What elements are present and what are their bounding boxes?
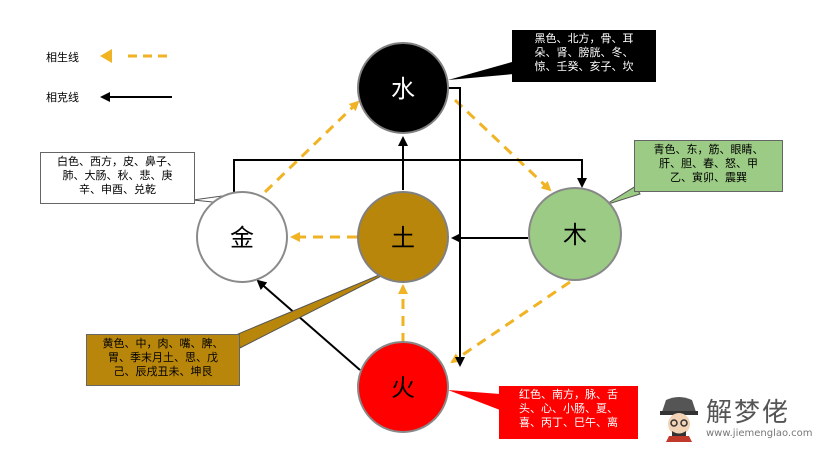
earth-callout: 黄色、中，肉、嘴、脾、 胃、季末月土、思、戊 己、辰戌丑未、坤艮 bbox=[86, 334, 240, 386]
fire-callout-line-3: 喜、丙丁、巳午、离 bbox=[519, 416, 618, 429]
metal-callout-line-1: 白色、西方，皮、鼻子、 bbox=[57, 155, 178, 168]
wood-callout-line-1: 青色、东，筋、眼睛、 bbox=[653, 143, 764, 156]
legend-ke-arrowhead bbox=[100, 92, 110, 102]
wood-callout-line-3: 乙、寅卯、震巽 bbox=[670, 171, 747, 184]
water-callout-pointer bbox=[448, 62, 514, 80]
watermark-url: www.jiemenglao.com bbox=[706, 428, 813, 439]
ke-water-fire bbox=[448, 87, 465, 367]
metal-label: 金 bbox=[230, 224, 254, 252]
watermark-title: 解梦佬 bbox=[706, 398, 791, 428]
sheng-water-wood bbox=[453, 98, 552, 192]
fire-callout-line-2: 头、心、小肠、夏、 bbox=[519, 402, 618, 415]
wood-callout: 青色、东，筋、眼睛、 肝、胆、春、怒、甲 乙、寅卯、震巽 bbox=[634, 140, 783, 192]
water-callout-line-2: 朵、肾、膀胱、冬、 bbox=[534, 46, 634, 59]
watermark: 解梦佬 www.jiemenglao.com bbox=[656, 390, 821, 446]
metal-circle bbox=[196, 191, 288, 283]
legend-sheng-label: 相生线 bbox=[46, 51, 79, 64]
fire-callout-line-1: 红色、南方，脉、舌 bbox=[519, 388, 618, 401]
sheng-metal-water bbox=[263, 100, 360, 194]
detective-logo-icon bbox=[660, 397, 698, 442]
earth-callout-line-3: 己、辰戌丑未、坤艮 bbox=[113, 365, 213, 378]
water-callout-line-3: 惊、壬癸、亥子、坎 bbox=[534, 60, 634, 73]
fire-circle bbox=[357, 341, 449, 433]
ke-metal-wood bbox=[233, 159, 587, 192]
water-circle bbox=[357, 42, 449, 134]
water-callout-line-1: 黑色、北方，骨、耳 bbox=[534, 32, 634, 45]
sheng-wood-fire bbox=[450, 280, 571, 364]
earth-callout-line-1: 黄色、中，肉、嘴、脾、 bbox=[102, 337, 224, 350]
wood-label: 木 bbox=[563, 221, 587, 249]
wood-circle bbox=[528, 187, 622, 281]
legend-sheng-arrowhead bbox=[100, 49, 112, 63]
earth-circle bbox=[357, 191, 449, 283]
fire-callout-pointer bbox=[448, 390, 500, 410]
earth-callout-line-2: 胃、季末月土、思、戊 bbox=[108, 351, 218, 364]
metal-callout: 白色、西方，皮、鼻子、 肺、大肠、秋、悲、庚 辛、申酉、兑乾 bbox=[40, 152, 195, 204]
metal-callout-line-2: 肺、大肠、秋、悲、庚 bbox=[62, 169, 173, 182]
water-callout: 黑色、北方，骨、耳 朵、肾、膀胱、冬、 惊、壬癸、亥子、坎 bbox=[512, 30, 656, 82]
fire-label: 火 bbox=[391, 374, 415, 402]
legend-ke-label: 相克线 bbox=[46, 91, 79, 104]
metal-callout-line-3: 辛、申酉、兑乾 bbox=[79, 183, 156, 196]
ke-fire-metal bbox=[256, 279, 361, 371]
wood-callout-line-2: 肝、胆、春、怒、甲 bbox=[659, 157, 758, 170]
earth-label: 土 bbox=[391, 224, 415, 252]
fire-callout: 红色、南方，脉、舌 头、心、小肠、夏、 喜、丙丁、巳午、离 bbox=[499, 386, 638, 439]
water-label: 水 bbox=[391, 75, 415, 103]
